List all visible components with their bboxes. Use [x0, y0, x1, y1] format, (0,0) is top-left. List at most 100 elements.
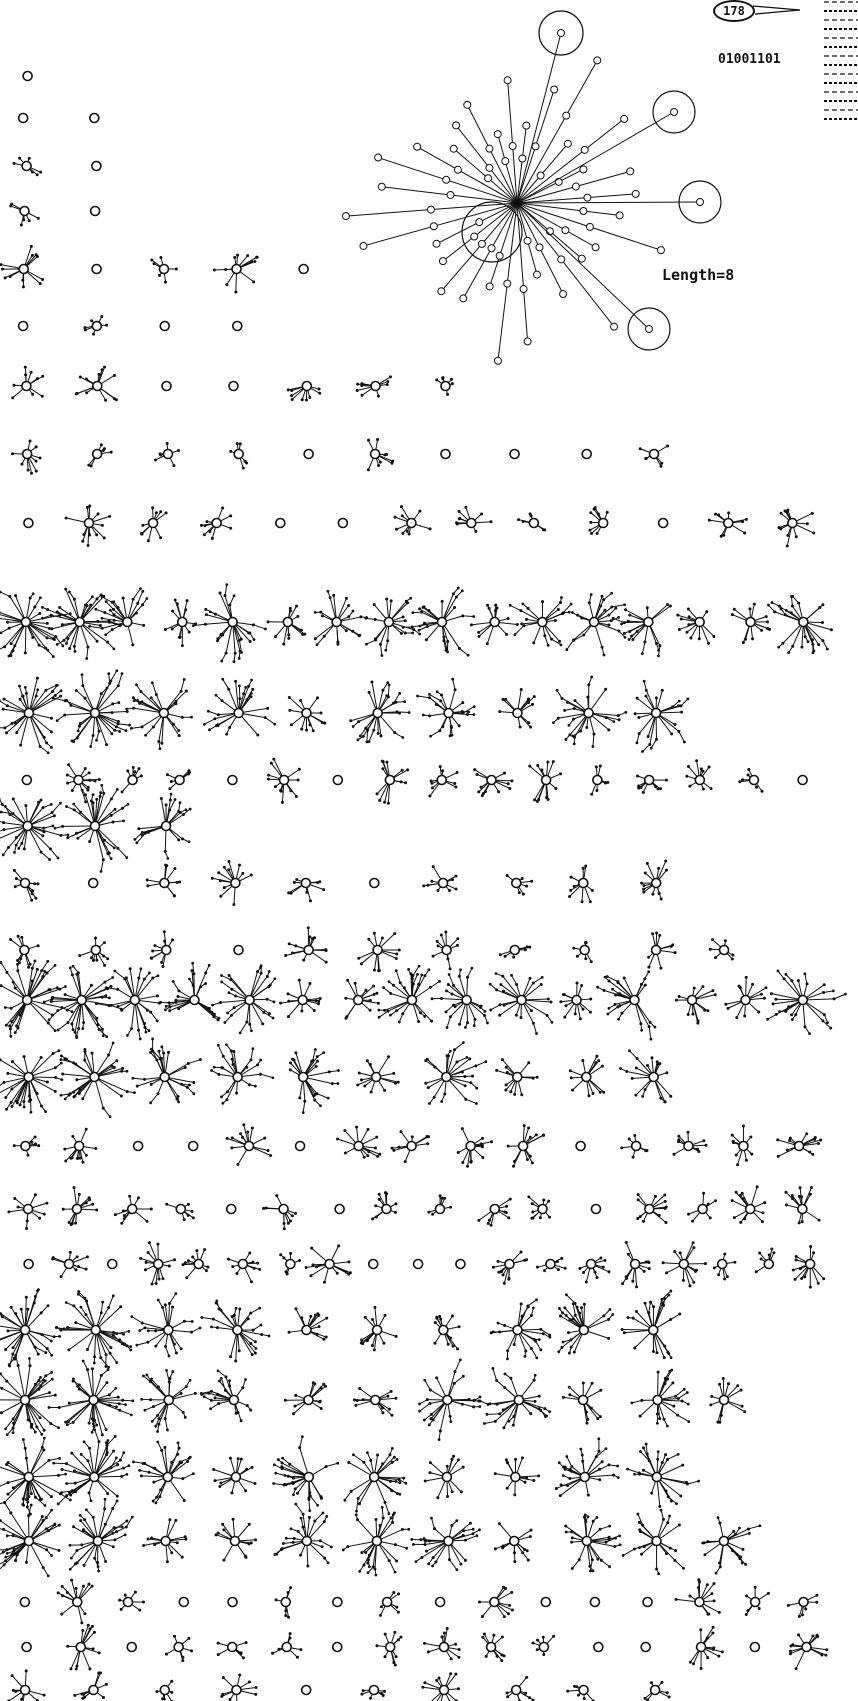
tree-leaf	[689, 636, 692, 639]
tree-leaf	[298, 768, 301, 771]
tree-leaf	[468, 1057, 471, 1060]
tree-subleaf	[57, 857, 60, 860]
tree-subleaf	[591, 745, 594, 748]
main-tree-node	[486, 145, 493, 152]
tree-leaf	[761, 1220, 764, 1223]
tree-leaf	[82, 533, 85, 536]
tree-subleaf	[139, 1038, 142, 1041]
tree-leaf	[30, 1141, 33, 1144]
tree-leaf	[288, 696, 291, 699]
tree-root	[645, 1205, 654, 1214]
tree-leaf	[665, 1271, 668, 1274]
tree-leaf	[664, 1221, 667, 1224]
tree-leaf	[26, 1308, 29, 1311]
tree-subbranch	[218, 1045, 223, 1056]
tree-leaf	[314, 999, 317, 1002]
tree-leaf	[120, 1222, 123, 1225]
tree-subleaf	[74, 650, 77, 653]
tree-leaf	[156, 994, 159, 997]
tree-leaf	[542, 528, 545, 531]
tree-leaf	[151, 506, 154, 509]
tree-leaf	[227, 860, 230, 863]
tree-leaf	[211, 877, 214, 880]
tree-leaf	[27, 469, 30, 472]
tree-leaf	[731, 1134, 734, 1137]
tree-subbranch	[380, 644, 381, 655]
tree-subleaf	[192, 624, 195, 627]
tree-leaf	[36, 882, 39, 885]
tree-subbranch	[0, 701, 7, 706]
tree-leaf	[777, 1155, 780, 1158]
tree-root	[232, 265, 241, 274]
tree-leaf	[378, 969, 381, 972]
tree-leaf	[24, 804, 27, 807]
tree-subbranch	[0, 592, 10, 596]
tree-leaf	[74, 1222, 77, 1225]
tree-leaf	[570, 876, 573, 879]
tree-leaf	[477, 1219, 480, 1222]
tree-subleaf	[314, 611, 317, 614]
tree-row	[0, 1037, 672, 1118]
tree-leaf	[607, 624, 610, 627]
tree-root	[437, 776, 446, 785]
tree-leaf	[637, 1198, 640, 1201]
tree-leaf	[526, 1158, 529, 1161]
tree-subleaf	[209, 611, 212, 614]
tree-leaf	[392, 1072, 395, 1075]
tree-leaf	[788, 1139, 791, 1142]
tree-leaf	[663, 1100, 666, 1103]
tree-leaf	[394, 1211, 397, 1214]
tree-subleaf	[115, 669, 118, 672]
tree-leaf	[117, 720, 120, 723]
tree-row	[0, 960, 847, 1041]
tree-subleaf	[113, 847, 116, 850]
main-tree-node	[580, 208, 587, 215]
tree-subleaf	[445, 1011, 448, 1014]
tree-subleaf	[105, 600, 108, 603]
tree-subleaf	[126, 1070, 129, 1073]
tree-leaf	[631, 1077, 634, 1080]
tree-leaf	[229, 1355, 232, 1358]
tree-root	[382, 1205, 391, 1214]
tree-subbranch	[651, 739, 656, 748]
main-tree-leaf	[360, 242, 367, 249]
tree-leaf	[100, 443, 103, 446]
tree-leaf	[461, 1127, 464, 1130]
tree-subleaf	[211, 1004, 214, 1007]
tree-leaf	[665, 1205, 668, 1208]
tree-leaf	[647, 966, 650, 969]
tree-leaf	[307, 926, 310, 929]
tree-leaf	[812, 1251, 815, 1254]
tree-subbranch	[681, 699, 688, 706]
tree-leaf	[60, 1275, 63, 1278]
tree-leaf	[379, 461, 382, 464]
tree-leaf	[92, 959, 95, 962]
tree-leaf	[818, 1219, 821, 1222]
tree-root	[24, 1073, 33, 1082]
tree-row	[0, 583, 833, 663]
tree-root	[91, 207, 100, 216]
tree-leaf	[695, 759, 698, 762]
tree-leaf	[225, 283, 228, 286]
tree-subleaf	[475, 1087, 478, 1090]
tree-leaf	[242, 1123, 245, 1126]
tree-subleaf	[398, 692, 401, 695]
tree-subleaf	[77, 729, 80, 732]
tree-root	[233, 1073, 242, 1082]
tree-leaf	[20, 1308, 23, 1311]
tree-subleaf	[34, 960, 37, 963]
tree-leaf	[618, 992, 621, 995]
tree-root	[644, 618, 653, 627]
main-tree-node	[555, 178, 562, 185]
tree-leaf	[267, 1149, 270, 1152]
tree-leaf	[531, 1202, 534, 1205]
tree-leaf	[453, 782, 456, 785]
tree-leaf	[395, 528, 398, 531]
tree-subbranch	[455, 1043, 464, 1050]
tree-leaf	[539, 1216, 542, 1219]
tree-subleaf	[43, 970, 46, 973]
tree-root	[684, 1142, 693, 1151]
tree-row	[22, 758, 807, 805]
tree-subleaf	[418, 629, 421, 632]
tree-leaf	[435, 703, 438, 706]
